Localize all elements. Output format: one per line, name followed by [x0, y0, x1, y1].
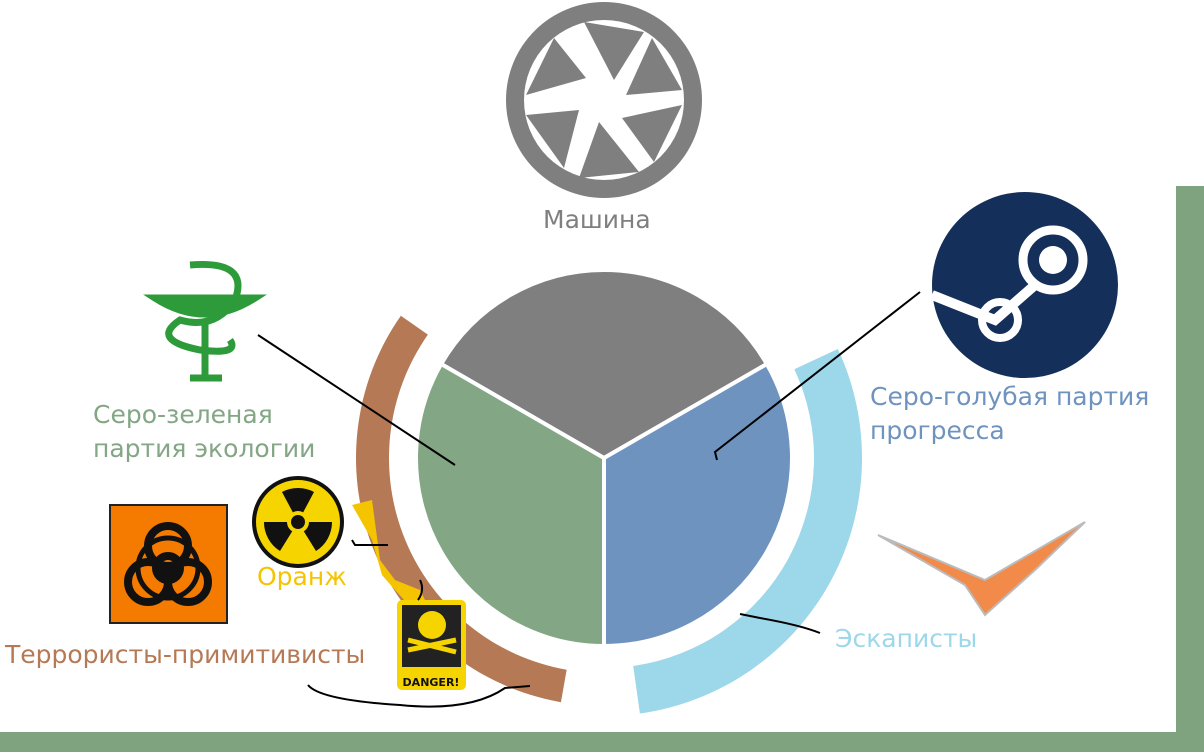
pie-slice-0: [438, 268, 770, 461]
label-progress-party: Серо-голубая партия прогресса: [870, 380, 1149, 448]
pie-chart: [414, 268, 794, 649]
bowl-of-hygieia-icon: [143, 260, 267, 382]
label-line: Серо-голубая партия: [870, 382, 1150, 411]
label-line: Серо-зеленая: [93, 400, 273, 429]
label-orange: Оранж: [257, 562, 347, 591]
escapists-ring: [633, 348, 862, 714]
danger-sign-icon: DANGER!: [397, 600, 466, 690]
label-escapists: Эскаписты: [835, 624, 978, 653]
label-ecology-party: Серо-зеленая партия экологии: [93, 398, 315, 466]
pie-slice-1: [602, 361, 794, 649]
orange-wing-icon: [877, 521, 1086, 617]
frame-right: [1176, 186, 1204, 752]
label-terrorists: Террористы-примитивисты: [5, 640, 366, 669]
orange-ring-fragment: [352, 500, 430, 612]
aperture-icon: [506, 2, 702, 198]
label-machine: Машина: [543, 205, 651, 234]
steam-icon: [930, 192, 1118, 378]
radiation-icon: [252, 476, 344, 568]
label-line: партия экологии: [93, 434, 316, 463]
connector-lines: [257, 291, 921, 708]
pie-slice-2: [414, 361, 606, 649]
svg-text:DANGER!: DANGER!: [403, 676, 460, 689]
label-line: прогресса: [870, 416, 1005, 445]
biohazard-icon: [109, 504, 228, 624]
frame-bottom: [0, 732, 1204, 752]
